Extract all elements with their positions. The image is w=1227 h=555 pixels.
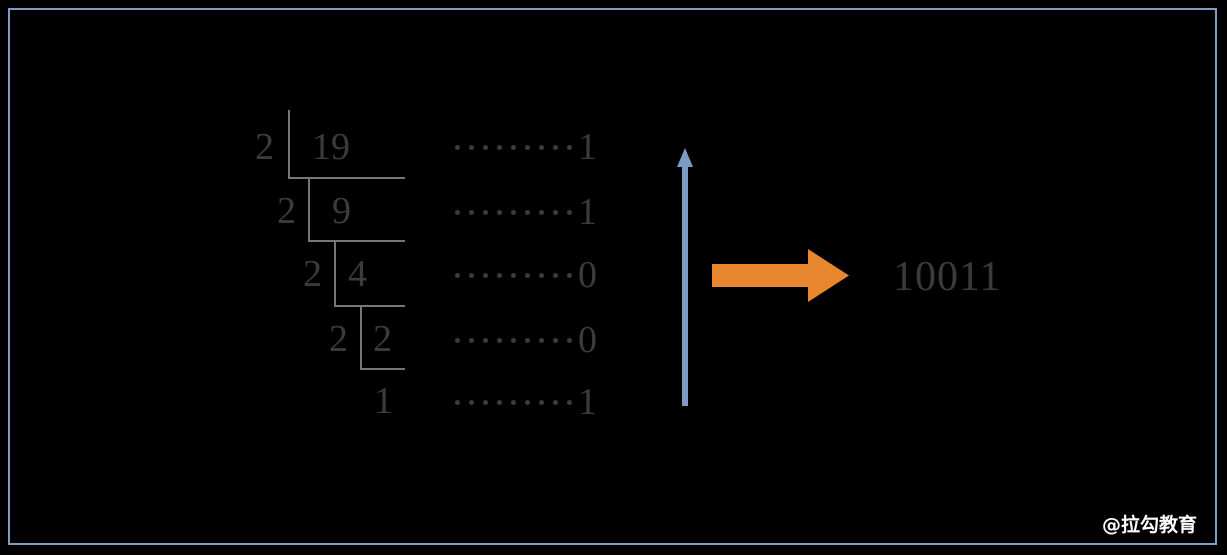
division-bar-horizontal-4 — [360, 368, 405, 370]
leader-dots-1 — [455, 144, 572, 150]
leader-dots-3 — [455, 272, 572, 278]
arrow-up-icon — [677, 148, 693, 406]
division-bar-horizontal-1 — [288, 177, 405, 179]
leader-dots-2 — [455, 209, 572, 215]
dividend-3: 4 — [348, 253, 367, 295]
remainder-row-1: 1 — [455, 116, 597, 178]
divisor-4: 2 — [329, 318, 348, 360]
watermark-label: @拉勾教育 — [1101, 514, 1197, 536]
division-bar-vertical-3 — [334, 240, 336, 307]
remainder-row-4: 0 — [455, 309, 597, 371]
dividend-4: 2 — [373, 318, 392, 360]
remainder-row-5: 1 — [455, 371, 597, 433]
dividend-2: 9 — [332, 190, 351, 232]
division-bar-vertical-4 — [360, 305, 362, 370]
remainder-row-3: 0 — [455, 244, 597, 306]
arrow-right-icon — [712, 249, 849, 302]
division-bar-vertical-1 — [288, 110, 290, 179]
division-bar-horizontal-3 — [334, 305, 405, 307]
leader-dots-5 — [455, 399, 572, 405]
division-bar-vertical-2 — [308, 177, 310, 242]
divisor-3: 2 — [303, 253, 322, 295]
division-bar-horizontal-2 — [308, 240, 405, 242]
remainder-digit-3: 0 — [578, 254, 597, 296]
divisor-2: 2 — [277, 190, 296, 232]
dividend-1: 19 — [312, 126, 350, 168]
leader-dots-4 — [455, 337, 572, 343]
divisor-1: 2 — [255, 126, 274, 168]
remainder-row-2: 1 — [455, 181, 597, 243]
remainder-digit-4: 0 — [578, 319, 597, 361]
remainder-digit-5: 1 — [578, 381, 597, 423]
remainder-digit-2: 1 — [578, 191, 597, 233]
dividend-5: 1 — [374, 380, 393, 422]
binary-result-value: 10011 — [893, 254, 1002, 300]
remainder-digit-1: 1 — [578, 126, 597, 168]
